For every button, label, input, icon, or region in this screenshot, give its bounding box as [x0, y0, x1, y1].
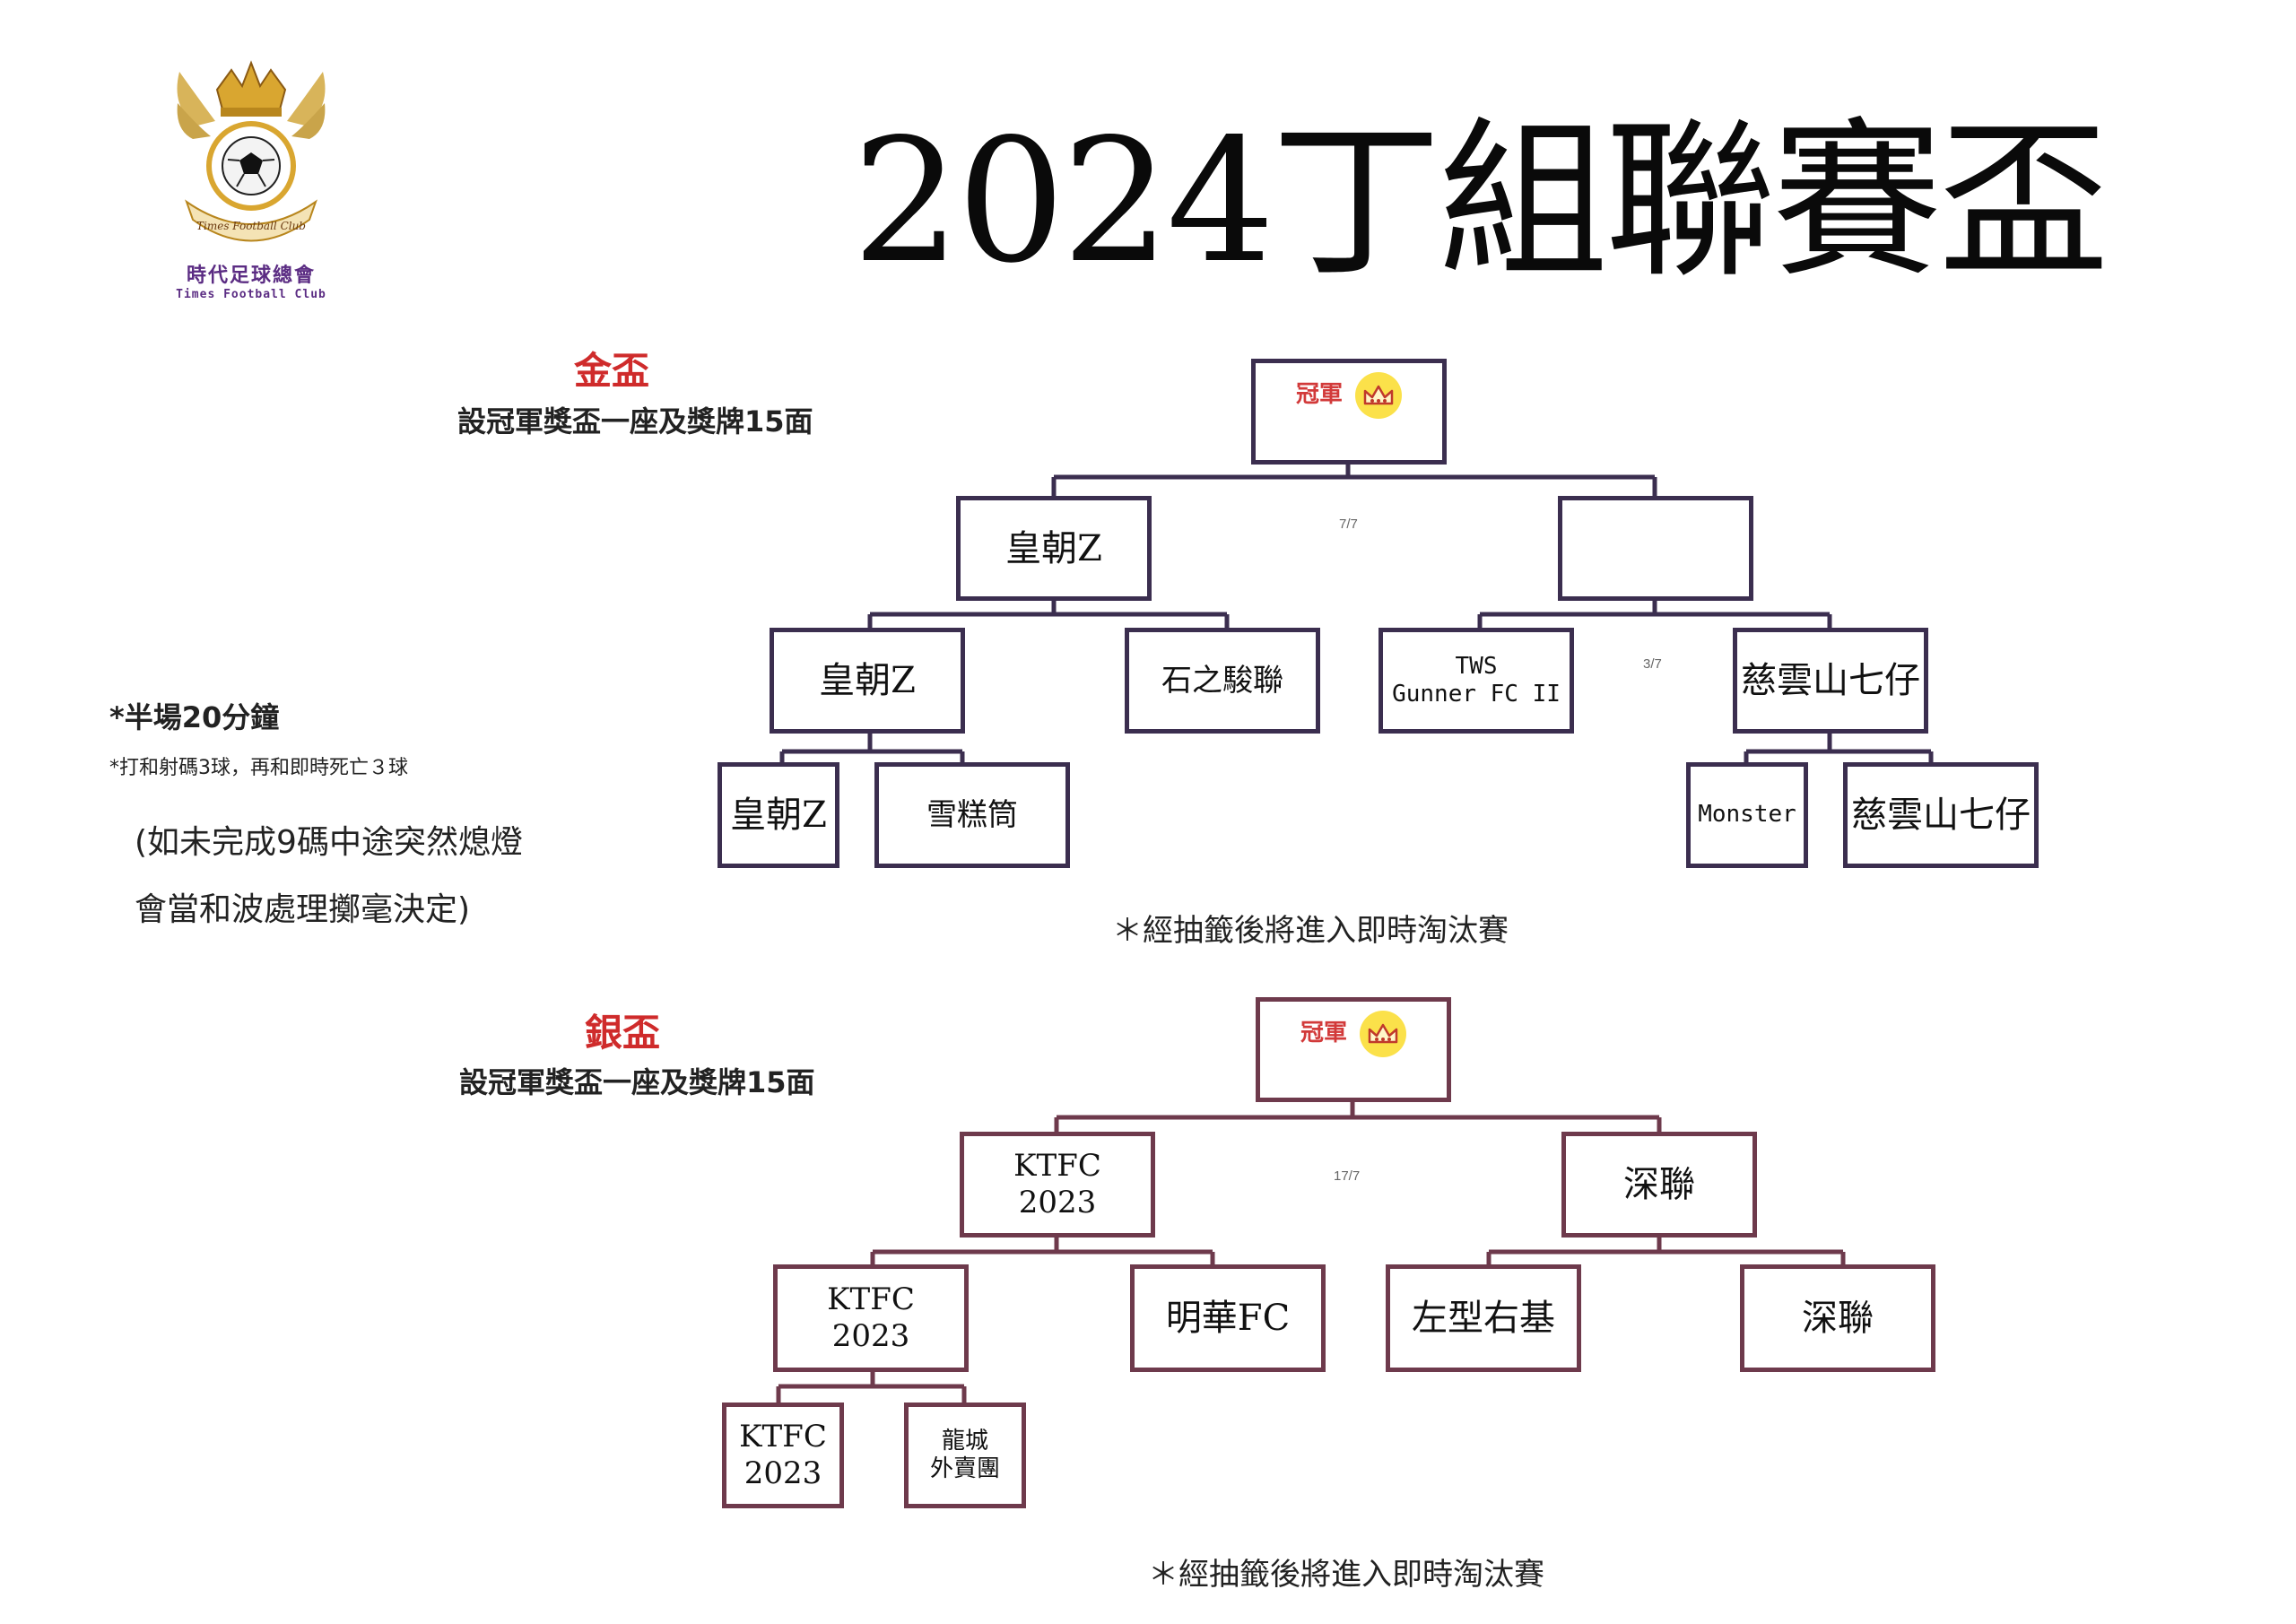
team-name-line2: 2023	[1018, 1185, 1097, 1220]
rule-blackout-line1: (如未完成9碼中途突然熄燈	[135, 824, 523, 861]
team-name: 明華FC	[1165, 1298, 1291, 1339]
silver-footnote: ＊經抽籤後將進入即時淘汰賽	[1148, 1557, 1544, 1593]
gold-semi-1: 皇朝Z	[770, 628, 965, 734]
silver-final-left: KTFC 2023	[960, 1132, 1155, 1238]
silver-cup-description: 設冠軍獎盃一座及獎牌15面	[459, 1065, 815, 1099]
team-name: 石之駿聯	[1161, 662, 1283, 699]
svg-text:Times Football Club: Times Football Club	[196, 220, 306, 232]
silver-champion-box: 冠軍	[1256, 997, 1451, 1102]
rule-blackout-line2: 會當和波處理擲毫決定)	[135, 891, 471, 928]
gold-qf-3: Monster	[1686, 762, 1808, 868]
gold-semi-4: 慈雲山七仔	[1733, 628, 1928, 734]
gold-qf-2: 雪糕筒	[874, 762, 1070, 868]
rule-draw: *打和射碼3球，再和即時死亡３球	[109, 757, 408, 779]
team-name-line2: 2023	[831, 1318, 910, 1354]
team-name-line2: 外賣團	[929, 1455, 1000, 1482]
silver-semi-4: 深聯	[1740, 1264, 1935, 1372]
silver-champion-label: 冠軍	[1300, 1020, 1347, 1047]
silver-qf-2: 龍城 外賣團	[904, 1403, 1026, 1508]
team-name-line1: KTFC	[827, 1281, 915, 1318]
gold-champion-label: 冠軍	[1295, 381, 1343, 409]
gold-final-right	[1558, 496, 1753, 601]
gold-footnote: ＊經抽籤後將進入即時淘汰賽	[1112, 913, 1509, 949]
team-name-line1: KTFC	[739, 1419, 827, 1455]
team-name: Monster	[1698, 801, 1796, 829]
silver-final-right: 深聯	[1561, 1132, 1757, 1238]
club-logo: Times Football Club 時代足球總會 Times Footbal…	[161, 54, 341, 301]
page-title: 2024丁組聯賽盃	[852, 102, 2109, 300]
team-name-line2: Gunner FC II	[1392, 681, 1561, 708]
team-name: 慈雲山七仔	[1851, 795, 2031, 836]
gold-semi-3: TWS Gunner FC II	[1378, 628, 1574, 734]
team-name: 深聯	[1802, 1298, 1874, 1339]
team-name: 皇朝Z	[730, 795, 827, 836]
gold-qf-4: 慈雲山七仔	[1843, 762, 2039, 868]
silver-bracket-lines	[776, 1100, 1846, 1404]
club-name-en: Times Football Club	[176, 288, 326, 301]
gold-bracket-lines	[779, 463, 1934, 764]
team-name: 皇朝Z	[1005, 527, 1102, 569]
team-name-line2: 2023	[744, 1455, 822, 1491]
team-name-line1: KTFC	[1013, 1148, 1101, 1185]
silver-cup-title: 銀盃	[585, 1011, 661, 1055]
gold-semi-2: 石之駿聯	[1125, 628, 1320, 734]
team-name-line1: TWS	[1455, 652, 1498, 680]
team-name: 皇朝Z	[819, 660, 916, 701]
gold-cup-description: 設冠軍獎盃一座及獎牌15面	[457, 404, 813, 439]
gold-qf-1: 皇朝Z	[718, 762, 839, 868]
club-name-zh: 時代足球總會	[186, 265, 316, 287]
gold-final-left: 皇朝Z	[956, 496, 1152, 601]
crown-icon	[1360, 1011, 1406, 1057]
silver-qf-1: KTFC 2023	[722, 1403, 844, 1508]
team-name: 慈雲山七仔	[1741, 660, 1920, 701]
silver-semi-3: 左型右基	[1386, 1264, 1581, 1372]
rule-half-time: *半場20分鐘	[109, 700, 280, 734]
team-name-line1: 龍城	[941, 1427, 988, 1455]
gold-cup-title: 金盃	[574, 349, 650, 393]
silver-semi-2: 明華FC	[1130, 1264, 1326, 1372]
club-crest-icon: Times Football Club	[177, 60, 326, 242]
silver-semi-1: KTFC 2023	[773, 1264, 969, 1372]
gold-semi-date: 3/7	[1643, 656, 1662, 672]
gold-champion-box: 冠軍	[1251, 359, 1447, 465]
team-name: 左型右基	[1412, 1298, 1555, 1339]
team-name: 雪糕筒	[926, 796, 1018, 833]
silver-final-date: 17/7	[1334, 1168, 1361, 1184]
team-name: 深聯	[1623, 1164, 1695, 1205]
crown-icon	[1355, 372, 1402, 419]
gold-final-date: 7/7	[1339, 517, 1358, 532]
